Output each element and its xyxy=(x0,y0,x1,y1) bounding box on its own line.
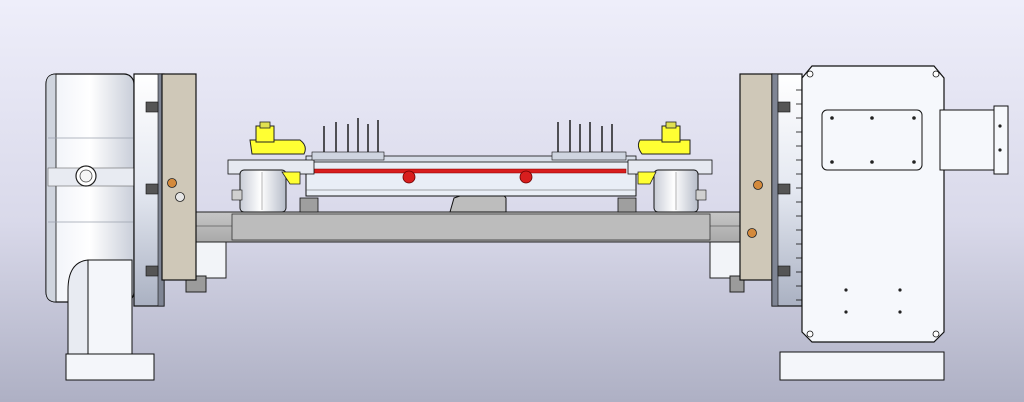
center-support xyxy=(299,191,637,213)
locator-pin-icon xyxy=(402,170,416,184)
left-flange xyxy=(133,73,165,307)
right-motor xyxy=(939,105,1009,175)
mount-bolt-icon xyxy=(753,180,763,190)
mount-bolt-icon xyxy=(747,228,757,238)
mount-bolt-icon xyxy=(167,178,177,188)
right-mount-plate xyxy=(739,73,773,281)
right-toggle-clamp xyxy=(637,139,691,155)
locator-pin-icon xyxy=(519,170,533,184)
left-clamp-assembly xyxy=(227,118,385,213)
gearbox-cover-plate xyxy=(821,109,923,171)
right-clamp-assembly xyxy=(551,120,713,213)
left-mount-plate xyxy=(161,73,197,281)
right-flange xyxy=(771,73,803,307)
right-pedestal xyxy=(779,351,945,381)
red-seal-strip xyxy=(309,168,627,174)
left-pedestal xyxy=(65,259,155,381)
left-toggle-clamp xyxy=(249,139,306,155)
right-gearbox xyxy=(801,65,945,343)
flange-scale-ticks xyxy=(796,89,802,301)
work-pallet xyxy=(305,155,637,197)
